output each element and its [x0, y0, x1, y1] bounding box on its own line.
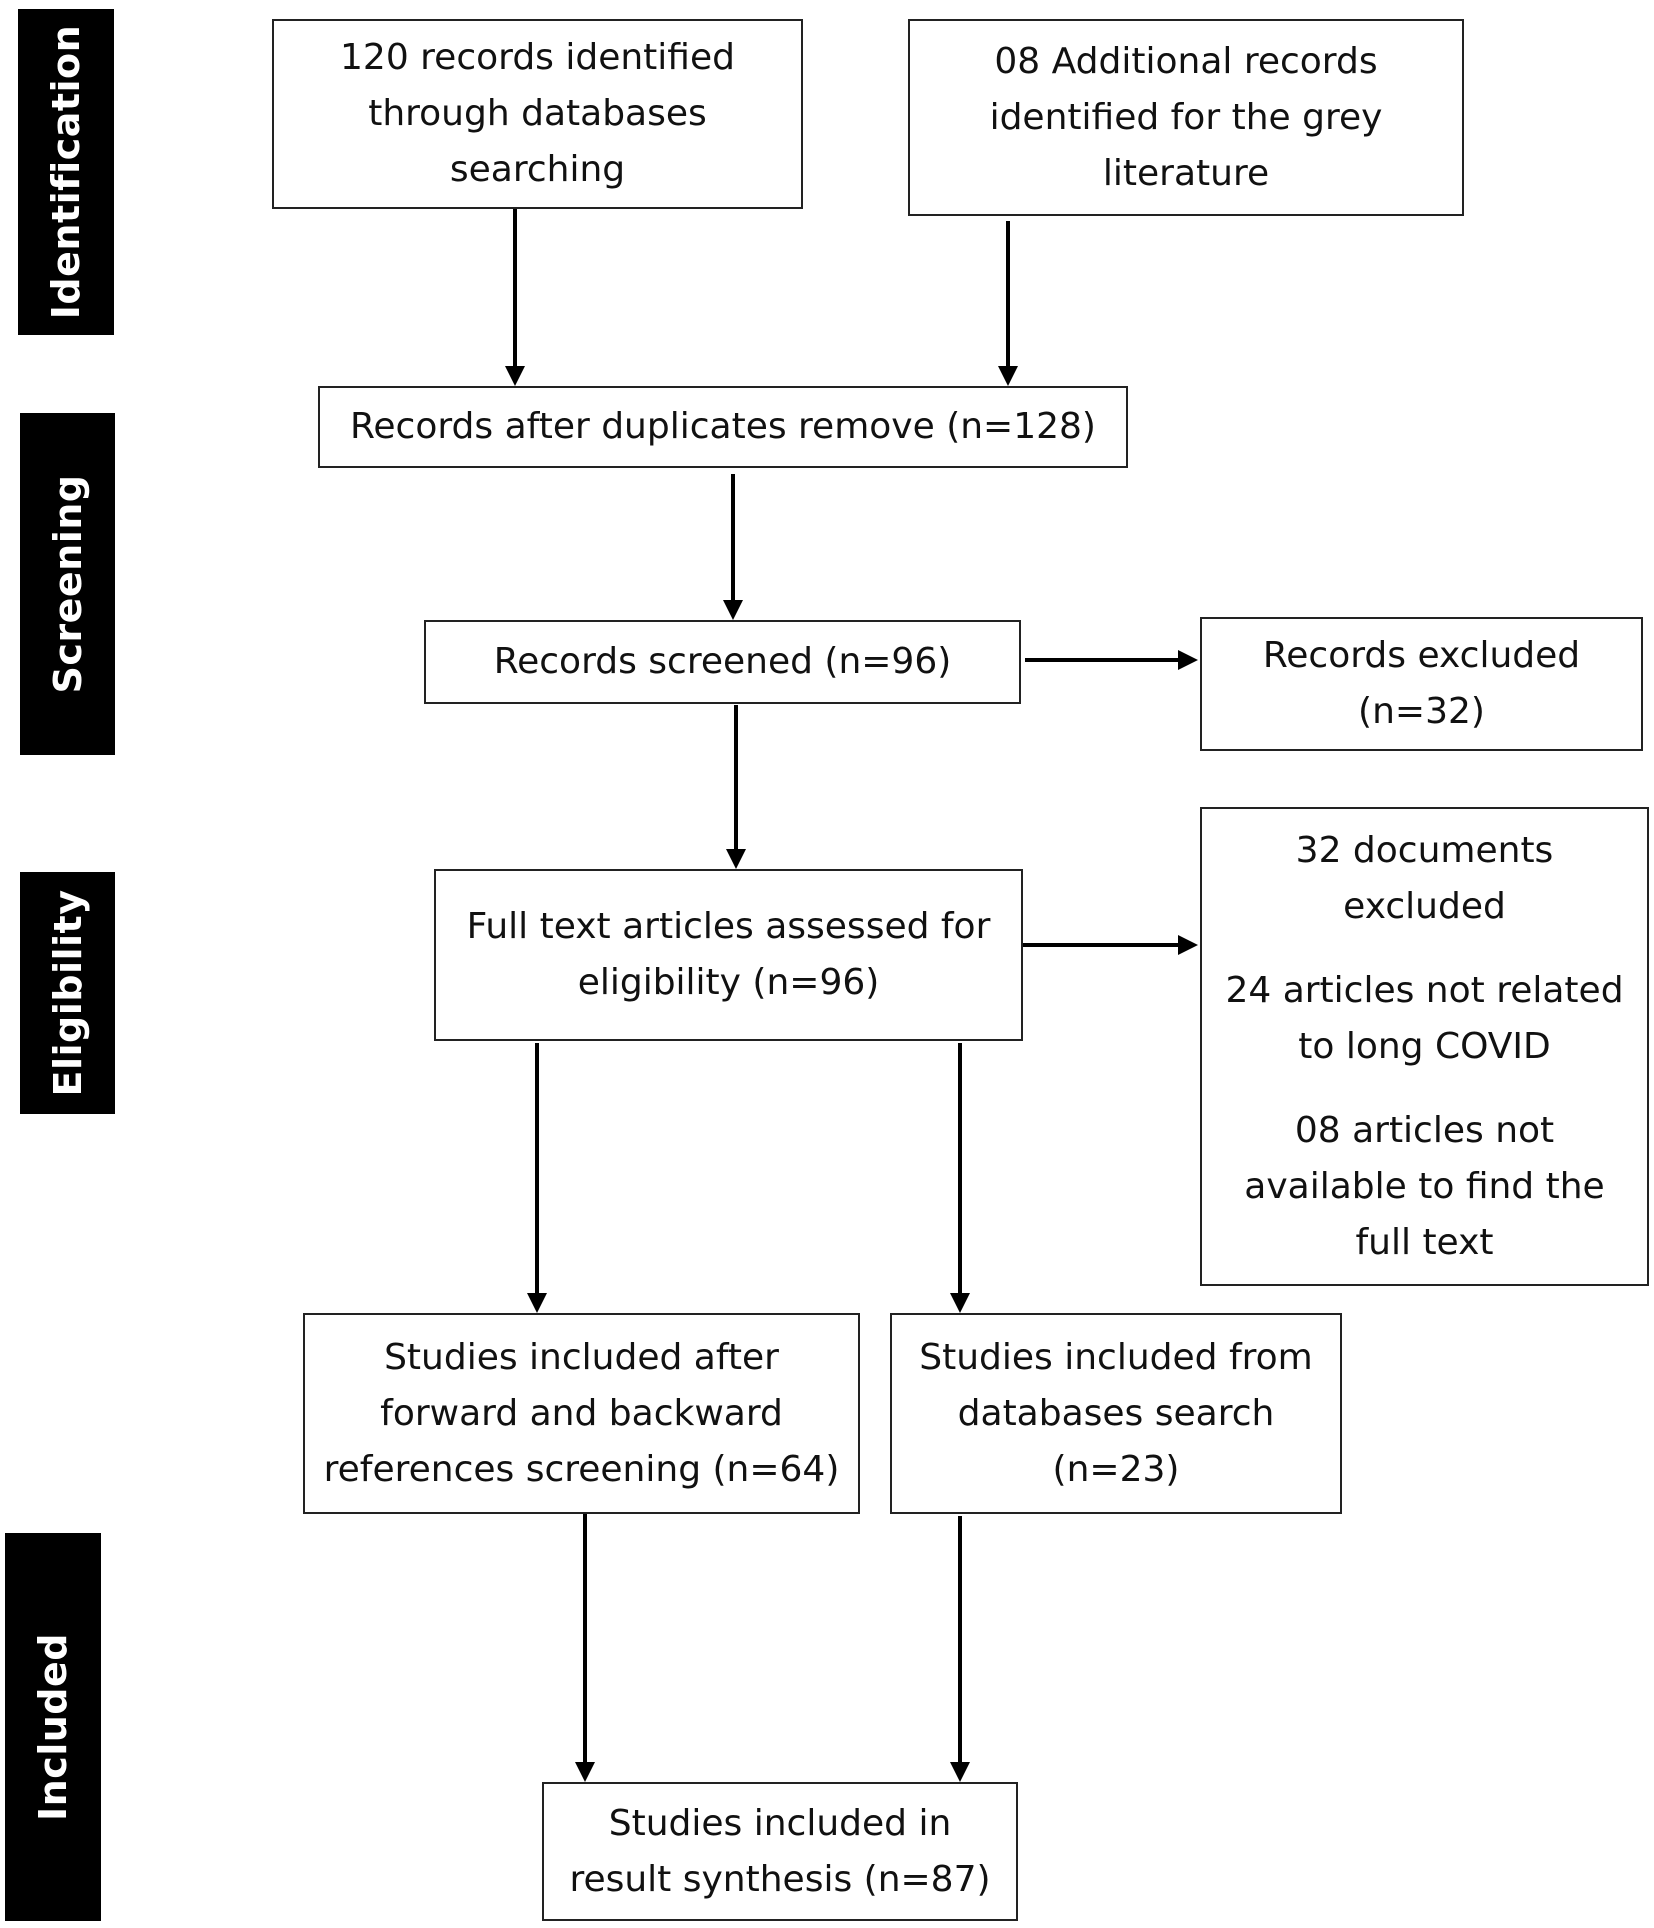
- box-line: literature: [1102, 152, 1270, 194]
- phase-screening: Screening: [20, 413, 115, 755]
- studies-databases-search-box: Studies included from databases search (…: [890, 1313, 1342, 1514]
- box-line: databases search: [957, 1392, 1275, 1434]
- box-line: 32 documents: [1295, 829, 1554, 871]
- box-line: to long COVID: [1298, 1025, 1551, 1067]
- box-line: full text: [1355, 1221, 1494, 1263]
- box-line: 08 Additional records: [994, 40, 1378, 82]
- arrow-fulltext-to-db-search: [950, 1043, 970, 1313]
- arrow-db-to-dedup: [505, 209, 525, 386]
- box-line: references screening (n=64): [323, 1448, 840, 1490]
- records-excluded-box: Records excluded (n=32): [1200, 617, 1643, 751]
- phase-eligibility: Eligibility: [20, 872, 115, 1114]
- studies-result-synthesis-box: Studies included in result synthesis (n=…: [542, 1782, 1018, 1921]
- box-line: forward and backward: [380, 1392, 783, 1434]
- box-line: (n=23): [1052, 1448, 1180, 1490]
- box-line: available to find the: [1244, 1165, 1605, 1207]
- box-line: eligibility (n=96): [577, 962, 880, 1003]
- full-text-assessed-box: Full text articles assessed for eligibil…: [434, 869, 1023, 1041]
- box-line: 120 records identified: [340, 37, 735, 78]
- box-line: Studies included after: [384, 1336, 779, 1378]
- records-screened-box: Records screened (n=96): [424, 620, 1021, 704]
- phase-identification: Identification: [18, 9, 114, 335]
- box-line: excluded: [1343, 885, 1506, 927]
- box-line: Records after duplicates remove (n=128): [350, 406, 1096, 447]
- box-line: Records excluded: [1262, 635, 1581, 676]
- box-line: searching: [449, 149, 626, 190]
- box-line: 24 articles not related: [1225, 969, 1624, 1011]
- box-line: Full text articles assessed for: [466, 906, 991, 947]
- arrow-dedup-to-screened: [723, 474, 743, 620]
- studies-forward-backward-box: Studies included after forward and backw…: [303, 1313, 860, 1514]
- arrow-fulltext-to-forward-back: [527, 1043, 547, 1313]
- documents-excluded-box: 32 documents excluded 24 articles not re…: [1200, 807, 1649, 1286]
- box-line: Studies included in: [608, 1802, 952, 1844]
- box-line: identified for the grey: [989, 96, 1383, 138]
- arrow-screened-to-fulltext: [726, 705, 746, 869]
- arrow-db-search-to-synthesis: [950, 1516, 970, 1782]
- box-line: Studies included from: [919, 1336, 1313, 1378]
- arrow-grey-to-dedup: [998, 221, 1018, 386]
- box-line: (n=32): [1358, 691, 1485, 732]
- box-line: 08 articles not: [1294, 1109, 1555, 1151]
- arrow-fulltext-to-docs-excluded: [1023, 935, 1198, 955]
- records-identified-databases-box: 120 records identified through databases…: [272, 19, 803, 209]
- box-line: Records screened (n=96): [493, 641, 952, 682]
- records-after-duplicates-box: Records after duplicates remove (n=128): [318, 386, 1128, 468]
- arrow-forward-back-to-synthesis: [575, 1514, 595, 1782]
- records-identified-grey-literature-box: 08 Additional records identified for the…: [908, 19, 1464, 216]
- arrow-screened-to-excluded: [1025, 650, 1198, 670]
- phase-included: Included: [5, 1533, 101, 1921]
- box-line: result synthesis (n=87): [569, 1858, 991, 1900]
- box-line: through databases: [368, 93, 707, 134]
